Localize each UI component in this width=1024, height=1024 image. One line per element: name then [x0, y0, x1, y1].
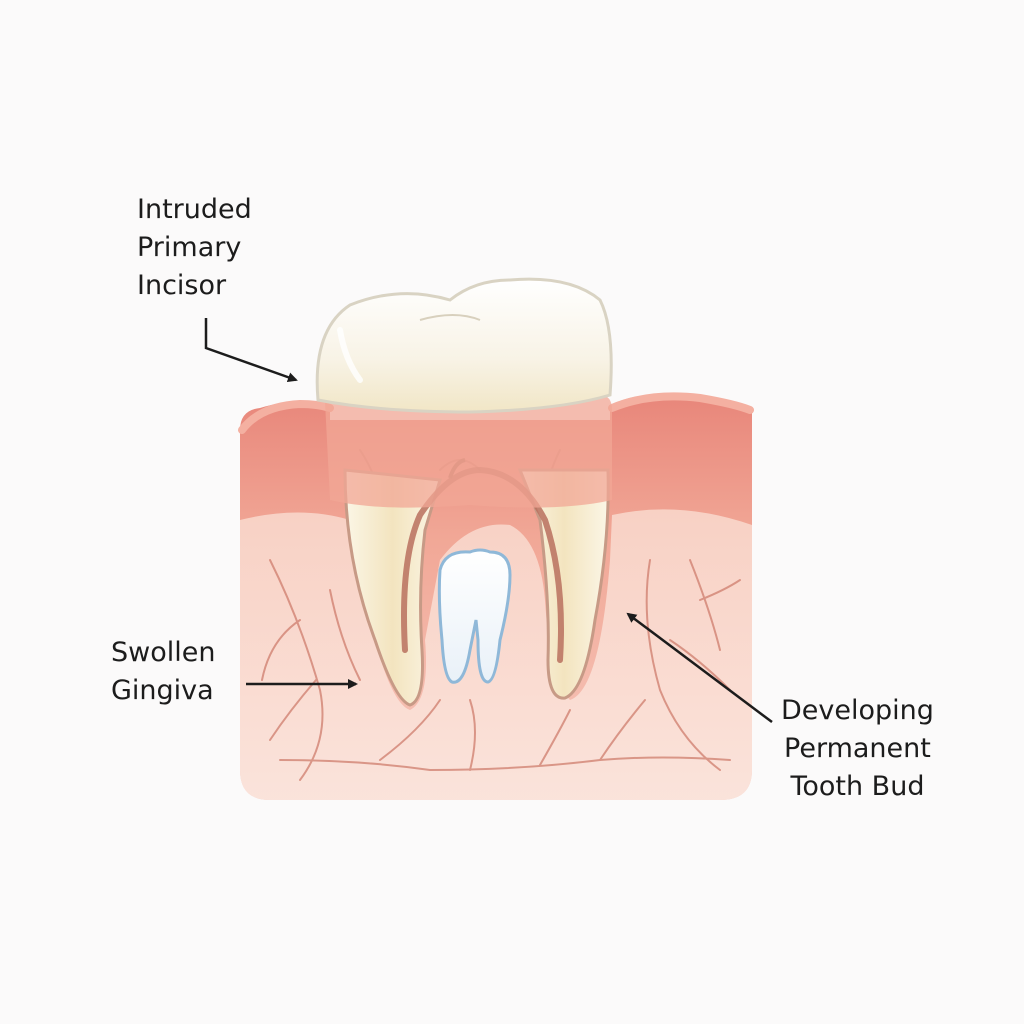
gum-rim-left: [238, 399, 334, 434]
right-root: [517, 468, 610, 700]
arrow-bud: [626, 612, 773, 723]
label-incisor-line-1: Intruded: [137, 194, 252, 225]
label-bud-line-1: Developing: [781, 695, 934, 726]
label-gingiva-line-1: Swollen: [111, 637, 216, 668]
gum-overlay: [325, 395, 612, 508]
label-gingiva-line-2: Gingiva: [111, 675, 214, 706]
gum-rim-right: [608, 392, 754, 414]
callout-arrows: [204, 318, 773, 723]
label-bud-line-2: Permanent: [784, 733, 931, 764]
label-bud-line-3: Tooth Bud: [790, 771, 925, 802]
arrow-incisor: [204, 318, 298, 383]
blood-vessels: [261, 449, 741, 781]
label-swollen-gingiva: Swollen Gingiva: [111, 634, 215, 710]
label-intruded-primary-incisor: Intruded Primary Incisor: [137, 191, 252, 305]
label-incisor-line-2: Primary: [137, 232, 242, 263]
primary-incisor-crown: [315, 277, 613, 414]
permanent-tooth-bud: [437, 548, 512, 684]
label-developing-tooth-bud: Developing Permanent Tooth Bud: [781, 692, 934, 806]
label-incisor-line-3: Incisor: [137, 270, 227, 301]
